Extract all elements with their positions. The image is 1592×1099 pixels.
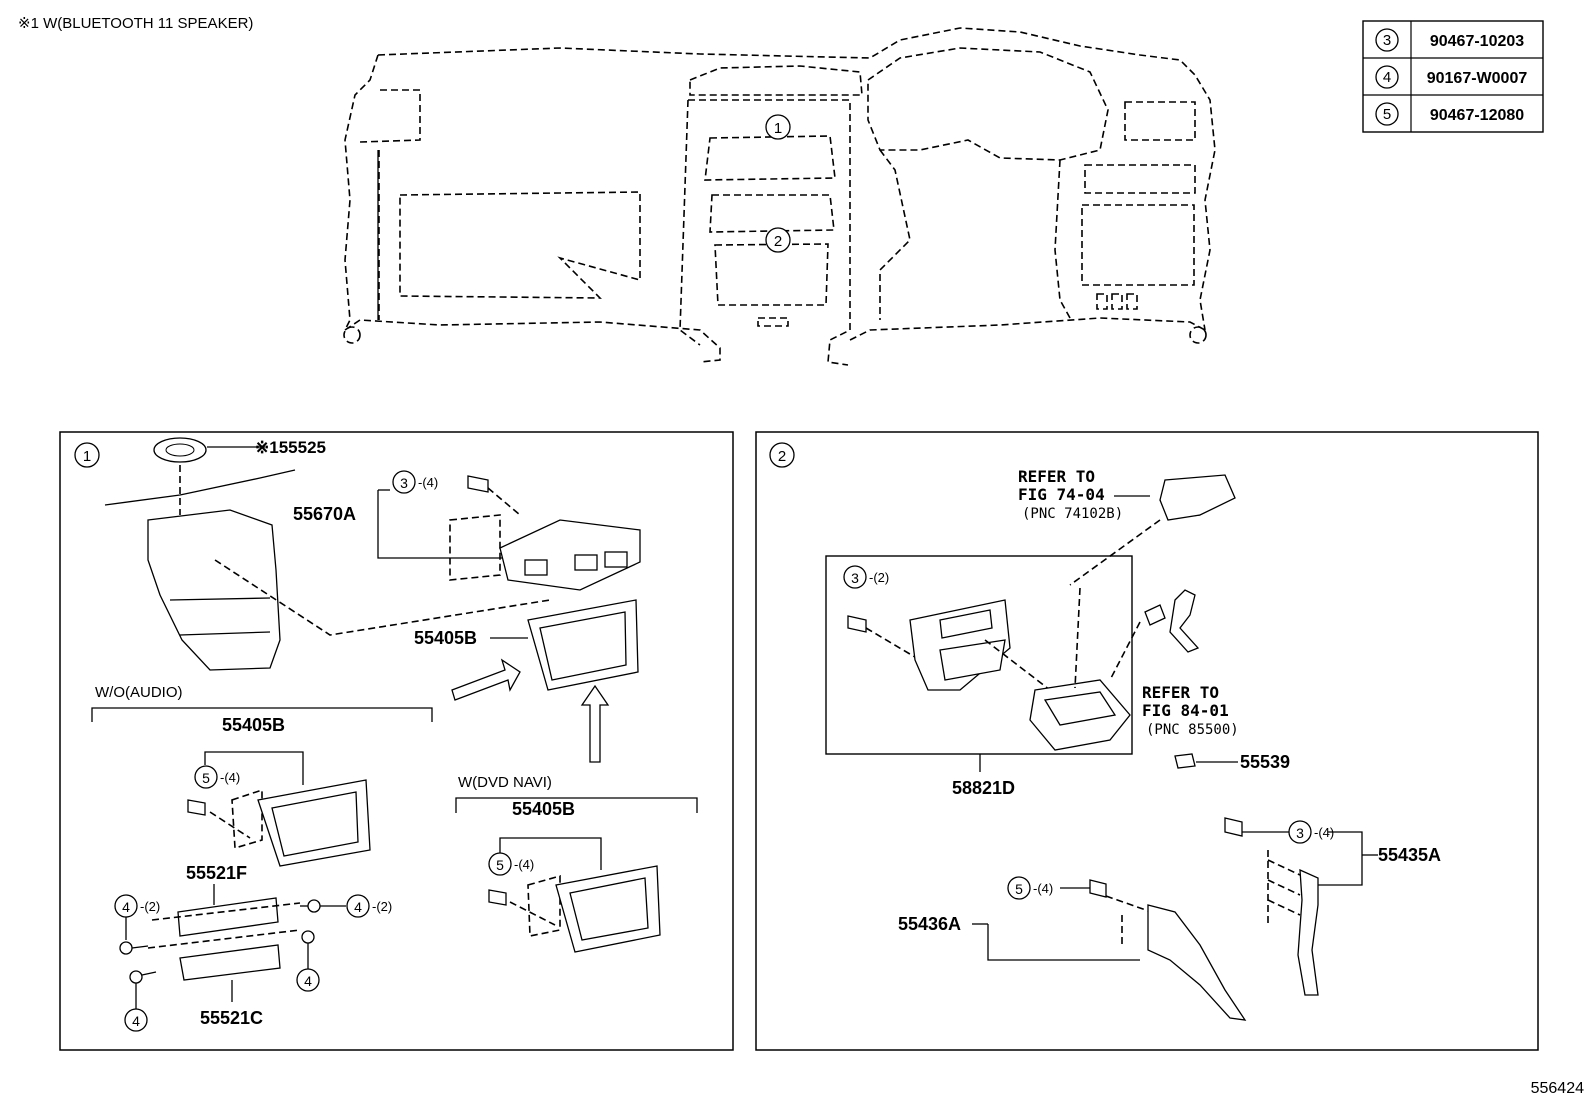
grille-screw-ref: 3 <box>400 475 408 491</box>
legend-row-3: 3 90467-10203 <box>1375 28 1524 52</box>
w-dvd-navi-group: W(DVD NAVI) 55405B 5 -(4) <box>455 774 698 953</box>
wo-audio-bezel-label: 55405B <box>222 715 285 735</box>
legend-ref-4: 4 <box>1383 69 1391 86</box>
wo-audio-screw4b-ref: 4 <box>354 899 362 915</box>
left-trim-label: 55436A <box>898 914 961 934</box>
box-screw-ref: 3 <box>851 570 859 586</box>
grille-screw-qty: -(4) <box>418 475 438 490</box>
wo-audio-screw-ref: 5 <box>202 770 210 786</box>
legend-part-5: 90467-12080 <box>1430 107 1524 124</box>
grille-label: 55670A <box>293 504 356 524</box>
left-screw-ref: 5 <box>1015 881 1023 897</box>
footnote-text: ※1 W(BLUETOOTH 11 SPEAKER) <box>18 15 253 32</box>
wo-audio-screw4b-qty: -(2) <box>372 899 392 914</box>
wo-audio-screw4a-ref: 4 <box>122 899 130 915</box>
speaker-part: ※155525 <box>153 437 326 515</box>
refer-note-84: REFER TO FIG 84-01 (PNC 85500) <box>1109 589 1239 738</box>
refer2-line2: FIG 84-01 <box>1142 701 1229 720</box>
wo-audio-screw-qty: -(4) <box>220 770 240 785</box>
w-dvd-screw-qty: -(4) <box>514 857 534 872</box>
legend-row-5: 5 90467-12080 <box>1375 102 1524 126</box>
wo-audio-screw4a-qty: -(2) <box>140 899 160 914</box>
bezel-55405b: 55405B <box>414 599 639 763</box>
bezel-label: 55405B <box>414 628 477 648</box>
panel-2-index: 2 <box>778 448 786 465</box>
w-dvd-title: W(DVD NAVI) <box>458 774 552 791</box>
overview-callout-2-text: 2 <box>774 233 782 250</box>
w-dvd-screw-ref: 5 <box>496 857 504 873</box>
right-trim-label: 55435A <box>1378 845 1441 865</box>
legend-part-4: 90167-W0007 <box>1427 70 1528 87</box>
overview-callout-1: 1 <box>765 114 791 140</box>
left-screw-qty: -(4) <box>1033 881 1053 896</box>
legend-part-3: 90467-10203 <box>1430 33 1524 50</box>
legend-ref-5: 5 <box>1383 106 1391 123</box>
part-55521f-label: 55521F <box>186 863 247 883</box>
overview-callout-2: 2 <box>765 227 791 253</box>
refer2-line1: REFER TO <box>1142 683 1219 702</box>
box-58821d: 3 -(2) 58821D <box>825 555 1133 798</box>
trim-55436a: 5 -(4) 55436A <box>898 876 1247 1021</box>
box-label: 58821D <box>952 778 1015 798</box>
refer2-line3: (PNC 85500) <box>1146 722 1239 738</box>
w-dvd-bezel-label: 55405B <box>512 799 575 819</box>
speaker-label: ※155525 <box>255 438 326 457</box>
clip-label: 55539 <box>1240 752 1290 772</box>
grille-55670a: 55670A 3 -(4) <box>293 470 641 591</box>
overview-callout-1-text: 1 <box>774 120 782 137</box>
panel-1-index: 1 <box>83 448 91 465</box>
wo-audio-group: W/O(AUDIO) 55405B 5 -(4) 55521F 55521C 4… <box>91 684 433 1032</box>
right-screw-ref: 3 <box>1296 825 1304 841</box>
dash-fragment <box>104 469 551 671</box>
wo-audio-title: W/O(AUDIO) <box>95 684 183 701</box>
figure-number: 556424 <box>1531 1080 1584 1097</box>
detail-panel-1: 1 ※155525 55670A 3 -(4) <box>59 431 734 1051</box>
box-screw-qty: -(2) <box>869 570 889 585</box>
right-screw-qty: -(4) <box>1314 825 1334 840</box>
part-55521c-label: 55521C <box>200 1008 263 1028</box>
trim-55435a: 3 -(4) 55435A <box>1224 817 1441 996</box>
refer-note-74: REFER TO FIG 74-04 (PNC 74102B) <box>1018 467 1236 586</box>
refer1-line1: REFER TO <box>1018 467 1095 486</box>
detail-panel-2: 2 REFER TO FIG 74-04 (PNC 74102B) 3 -(2) <box>755 431 1539 1051</box>
legend-ref-3: 3 <box>1383 32 1391 49</box>
parts-legend-table: 3 90467-10203 4 90167-W0007 5 90467-1208… <box>1362 20 1544 133</box>
clip-55539: 55539 <box>1174 752 1290 772</box>
wo-audio-screw4d-ref: 4 <box>132 1013 140 1029</box>
instrument-panel-overview <box>343 27 1216 366</box>
legend-row-4: 4 90167-W0007 <box>1375 65 1528 89</box>
wo-audio-screw4c-ref: 4 <box>304 973 312 989</box>
refer1-line2: FIG 74-04 <box>1018 485 1105 504</box>
refer1-line3: (PNC 74102B) <box>1022 506 1123 522</box>
